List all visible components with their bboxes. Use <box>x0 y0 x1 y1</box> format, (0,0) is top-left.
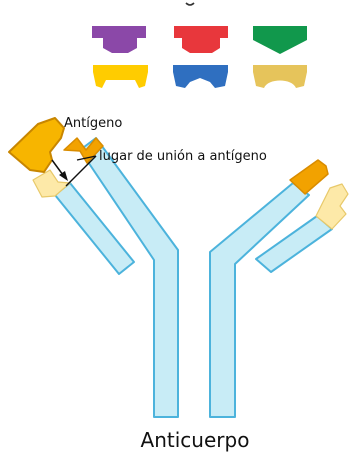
bound-antigen <box>8 117 65 173</box>
antibody-label: Anticuerpo <box>141 428 250 452</box>
heavy-chain-left <box>79 137 179 418</box>
antigen-shapes-legend <box>92 2 307 88</box>
antigen-shape-green <box>253 26 307 54</box>
binding-arrow-head <box>59 171 68 181</box>
binding-site-right-light <box>315 183 349 230</box>
antigen-shape-purple <box>92 26 146 53</box>
antigen-label: Antígeno <box>64 116 122 131</box>
antigen-shape-tan <box>253 65 307 88</box>
antigen-shape-yellow <box>93 65 148 88</box>
antigen-shape-blue <box>173 65 228 88</box>
pointer-line-light <box>65 155 97 187</box>
cropped-text-mark <box>185 2 195 6</box>
binding-site-left-heavy <box>63 137 104 164</box>
binding-site-label: lugar de unión a antígeno <box>99 149 267 164</box>
binding-site-right-heavy <box>289 159 329 195</box>
heavy-chain-right <box>209 182 310 418</box>
antigen-shape-red <box>174 26 228 53</box>
binding-arrow-line <box>51 159 64 176</box>
pointer-line-heavy <box>76 155 97 161</box>
binding-site-left-light <box>32 169 71 198</box>
